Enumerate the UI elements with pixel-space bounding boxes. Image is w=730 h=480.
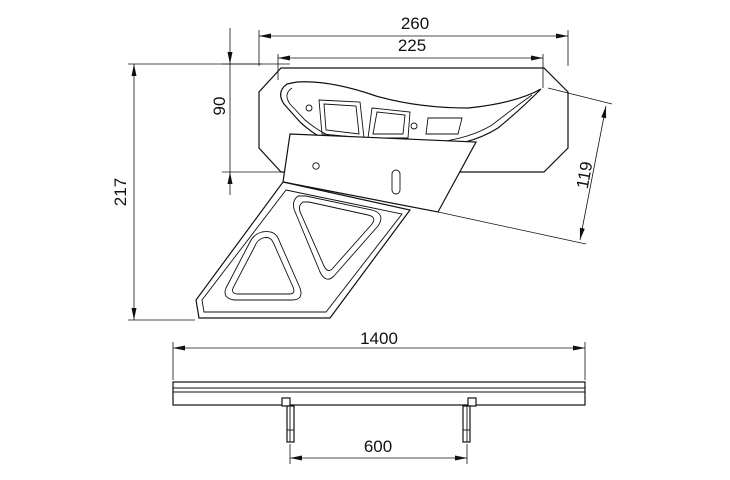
blade-window-3 bbox=[425, 117, 463, 135]
cutout-upper-inner bbox=[298, 201, 375, 271]
dim-label-260: 260 bbox=[401, 14, 429, 33]
bracket-slot bbox=[391, 169, 401, 195]
blade-window-2 bbox=[367, 107, 411, 139]
cutout-upper bbox=[293, 195, 382, 280]
beam bbox=[172, 381, 586, 406]
beam-bracket-left bbox=[281, 397, 295, 443]
lower-arm bbox=[195, 181, 412, 319]
lower-arm-inner bbox=[201, 189, 403, 313]
blade-window-2-inner bbox=[372, 111, 406, 135]
dim-label-1400: 1400 bbox=[360, 329, 398, 348]
beam-bracket-right bbox=[462, 397, 477, 443]
blade-window-1-inner bbox=[323, 103, 360, 135]
dim-label-119: 119 bbox=[573, 160, 596, 190]
dim-label-90: 90 bbox=[210, 97, 229, 116]
cutout-lower bbox=[224, 231, 302, 301]
bracket-hole bbox=[312, 162, 320, 170]
blade-hole bbox=[305, 104, 313, 112]
blade-hole-right bbox=[410, 122, 418, 130]
dim-label-225: 225 bbox=[398, 36, 426, 55]
cutout-lower-inner bbox=[232, 237, 295, 295]
dim-label-600: 600 bbox=[364, 437, 392, 456]
dim-label-217: 217 bbox=[111, 178, 130, 206]
